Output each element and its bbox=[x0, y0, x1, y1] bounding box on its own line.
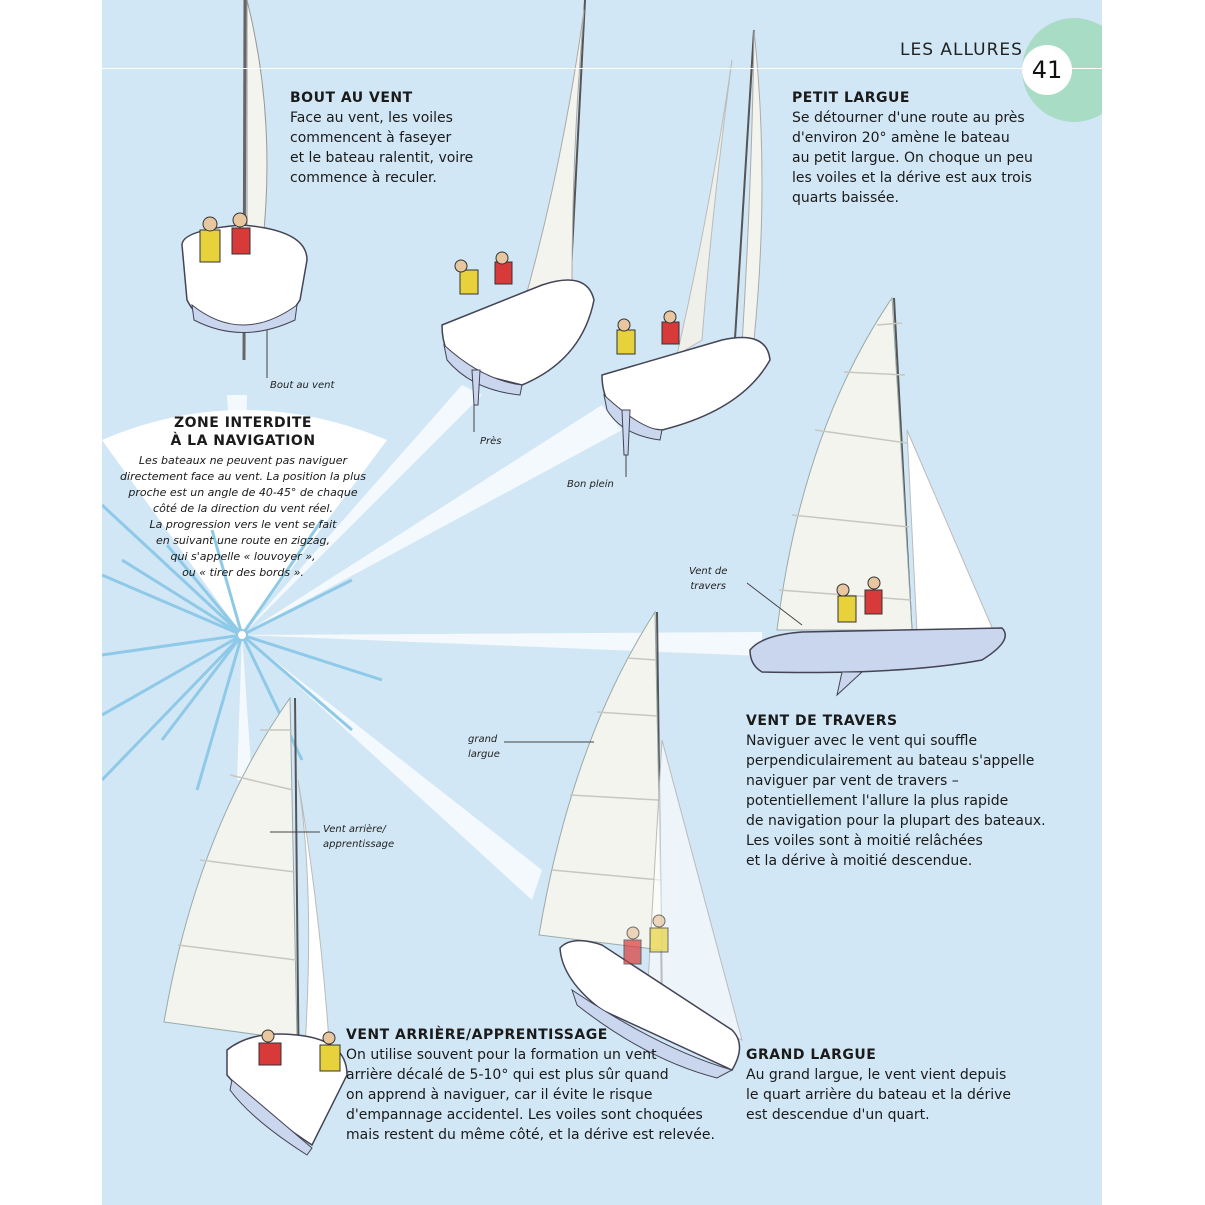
no-go-zone-title: ZONE INTERDITE À LA NAVIGATION bbox=[170, 415, 316, 449]
sailboat-vent-arriere-icon bbox=[163, 696, 348, 1156]
section-body: Au grand largue, le vent vient depuis le… bbox=[746, 1067, 1012, 1123]
sailboat-grand-largue-icon bbox=[538, 610, 743, 1079]
no-go-zone-shape bbox=[102, 410, 387, 635]
wind-compass-rays-icon bbox=[102, 503, 383, 791]
leader-lines bbox=[266, 330, 803, 833]
label-bon-plein: Bon plein bbox=[567, 479, 614, 490]
book-page: LES ALLURES 41 ZONE INTERDITE À LA NAVIG… bbox=[102, 0, 1102, 1205]
sailboat-vent-de-travers-icon bbox=[749, 296, 1006, 697]
section-petit-largue: PETIT LARGUE Se détourner d'une route au… bbox=[792, 88, 1033, 208]
section-title: BOUT AU VENT bbox=[290, 90, 413, 106]
section-body: Naviguer avec le vent qui souffle perpen… bbox=[746, 733, 1046, 869]
section-vent-arriere: VENT ARRIÈRE/APPRENTISSAGE On utilise so… bbox=[346, 1025, 715, 1145]
no-go-zone-body: Les bateaux ne peuvent pas naviguer dire… bbox=[120, 454, 366, 579]
sailboat-bout-au-vent-icon bbox=[181, 0, 308, 361]
section-title: VENT DE TRAVERS bbox=[746, 713, 898, 729]
label-pres: Près bbox=[480, 436, 502, 447]
sailboat-pres-icon bbox=[441, 0, 595, 406]
section-body: Face au vent, les voiles commencent à fa… bbox=[290, 110, 474, 186]
section-bout-au-vent: BOUT AU VENT Face au vent, les voiles co… bbox=[290, 88, 473, 188]
header-rule bbox=[102, 68, 1102, 69]
sailboat-bon-plein-icon bbox=[601, 29, 771, 456]
label-grand-largue: grand largue bbox=[468, 734, 500, 760]
section-title: VENT ARRIÈRE/APPRENTISSAGE bbox=[346, 1027, 608, 1043]
compass-center-icon bbox=[236, 629, 248, 641]
section-title: PETIT LARGUE bbox=[792, 90, 910, 106]
label-vent-de-travers: Vent de travers bbox=[689, 566, 728, 592]
chapter-title: LES ALLURES bbox=[900, 40, 1023, 60]
section-body: Se détourner d'une route au près d'envir… bbox=[792, 110, 1033, 206]
no-go-zone-text: ZONE INTERDITE À LA NAVIGATION Les batea… bbox=[102, 414, 384, 581]
page-number: 41 bbox=[1022, 45, 1072, 95]
label-vent-arriere: Vent arrière/ apprentissage bbox=[323, 824, 395, 850]
section-body: On utilise souvent pour la formation un … bbox=[346, 1047, 715, 1143]
section-vent-de-travers: VENT DE TRAVERS Naviguer avec le vent qu… bbox=[746, 711, 1046, 871]
section-grand-largue: GRAND LARGUE Au grand largue, le vent vi… bbox=[746, 1045, 1011, 1125]
illustration-layer bbox=[102, 0, 1102, 1156]
section-title: GRAND LARGUE bbox=[746, 1047, 877, 1063]
label-bout-au-vent: Bout au vent bbox=[270, 380, 335, 391]
